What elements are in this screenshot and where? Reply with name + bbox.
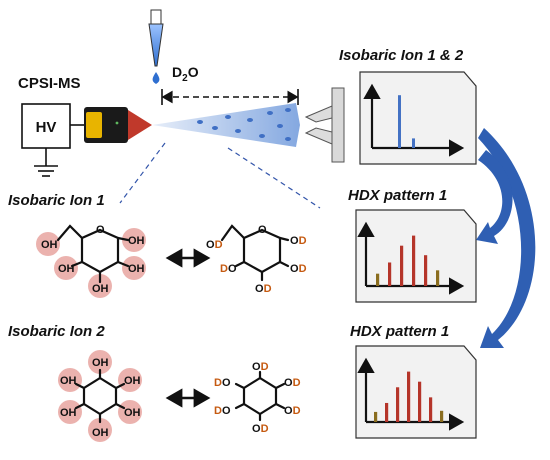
spray-plume	[152, 103, 300, 147]
hydroxyl-label: OH	[128, 263, 145, 275]
spectrum-bars	[398, 95, 415, 148]
hydroxyl-label: OH	[58, 263, 75, 275]
hv-label: HV	[36, 119, 57, 136]
deuteroxyl-label: OD	[206, 239, 223, 251]
spectrum-bar	[388, 262, 392, 286]
ring-oxygen: O	[258, 224, 267, 236]
spectrum-bar	[385, 402, 389, 422]
spectrum-bar	[374, 411, 378, 422]
glucose-deuterated-structure: O OD OD OD DO OD	[206, 224, 307, 295]
hydroxyl-label: OH	[128, 235, 145, 247]
hydroxyl-label: OH	[60, 375, 77, 387]
spectrum-bar	[440, 410, 444, 422]
hydroxyl-label: OH	[92, 357, 109, 369]
paper-spray-emitter	[84, 107, 152, 143]
deuteroxyl-label: OD	[252, 423, 269, 435]
deuteroxyl-label: OD	[284, 405, 301, 417]
deuteroxyl-label: OD	[290, 263, 307, 275]
deuteroxyl-label: OD	[252, 361, 269, 373]
spectrum-bars	[374, 371, 444, 422]
high-voltage-supply: HV	[21, 103, 71, 149]
ring-oxygen: O	[96, 224, 105, 236]
panel-title: HDX pattern 1	[350, 323, 449, 340]
spectrum-bar	[412, 138, 415, 148]
hydroxyl-label: OH	[124, 375, 141, 387]
spectrum-bar	[429, 397, 433, 422]
molecule-title: Isobaric Ion 2	[8, 323, 105, 340]
deuteroxyl-label: DO	[214, 377, 231, 389]
panel-title: Isobaric Ion 1 & 2	[339, 47, 464, 64]
inositol-deuterated-structure: OD OD OD OD DO DO	[214, 361, 301, 435]
hydroxyl-label: OH	[124, 407, 141, 419]
spectrum-bar	[400, 245, 404, 286]
spectrum-bar	[407, 371, 411, 422]
spectrum-bar	[424, 255, 428, 286]
glucose-structure: O OH OH OH OH OH	[36, 224, 146, 298]
spectrum-panel-hdx-1: HDX pattern 1	[348, 187, 477, 303]
distance-indicator	[161, 89, 299, 105]
spectrum-bars	[376, 235, 440, 286]
hydroxyl-label: OH	[92, 283, 109, 295]
spectrum-bar	[398, 95, 401, 148]
deuteroxyl-label: DO	[214, 405, 231, 417]
flow-arrow-small	[476, 150, 513, 244]
reagent-label: D2O	[172, 64, 199, 84]
d2o-pipette	[148, 9, 164, 84]
spectrum-bar	[396, 387, 400, 422]
spectrum-bar	[412, 235, 416, 286]
method-label: CPSI-MS	[18, 75, 81, 92]
hydroxyl-label: OH	[92, 427, 109, 439]
hydroxyl-label: OH	[60, 407, 77, 419]
circuit-wires	[34, 124, 84, 177]
spectrum-bar	[436, 270, 440, 286]
deuteroxyl-label: OD	[284, 377, 301, 389]
spectrum-panel-hdx-2: HDX pattern 1	[350, 323, 477, 439]
spectrum-panel-combined: Isobaric Ion 1 & 2	[339, 47, 477, 165]
panel-title: HDX pattern 1	[348, 187, 447, 204]
hydroxyl-label: OH	[41, 239, 58, 251]
flow-arrow-large	[478, 128, 536, 348]
deuteroxyl-label: OD	[255, 283, 272, 295]
zoom-guides	[119, 142, 321, 209]
spectrum-bar	[418, 381, 422, 422]
ms-inlet-icon	[304, 87, 345, 163]
inositol-structure: OH OH OH OH OH OH	[58, 350, 142, 442]
spectrum-bar	[376, 273, 380, 286]
droplet-icon	[152, 72, 160, 84]
molecule-title: Isobaric Ion 1	[8, 192, 105, 209]
deuteroxyl-label: OD	[290, 235, 307, 247]
deuteroxyl-label: DO	[220, 263, 237, 275]
